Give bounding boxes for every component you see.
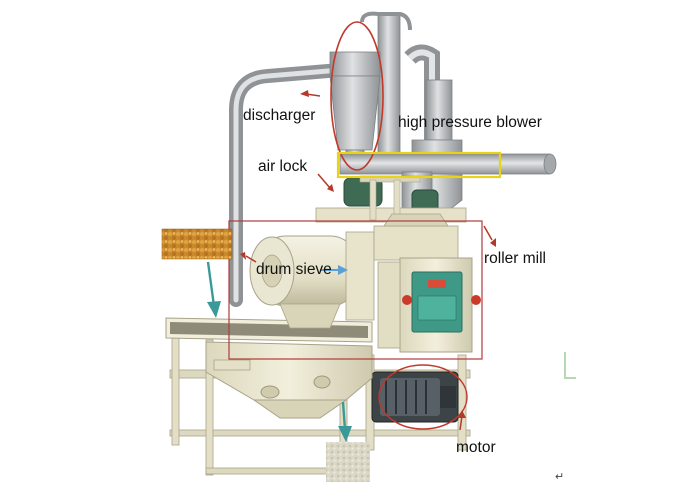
roller-mill: [373, 213, 481, 353]
paragraph-return-icon: ↵: [555, 471, 565, 483]
drum-sieve: [249, 231, 375, 329]
conveying-pipes: [229, 11, 440, 307]
grain-feed-arrow: [206, 261, 221, 318]
corn-kernels-image: [161, 228, 233, 260]
flour-pile-image: [326, 442, 370, 482]
label-air-lock: air lock: [258, 158, 308, 175]
label-arrows: [240, 90, 496, 431]
label-discharger: discharger: [243, 107, 316, 124]
label-motor: motor: [456, 439, 496, 456]
highlight-overlays: [228, 21, 502, 430]
motor: [371, 371, 459, 423]
flour-output-arrow: [338, 401, 352, 442]
label-roller-mill: roller mill: [484, 250, 546, 267]
feed-hopper: [165, 317, 373, 419]
label-drum-sieve: drum sieve: [256, 261, 332, 278]
background-mark: [564, 352, 576, 379]
label-high-pressure-blower: high pressure blower: [398, 114, 542, 131]
